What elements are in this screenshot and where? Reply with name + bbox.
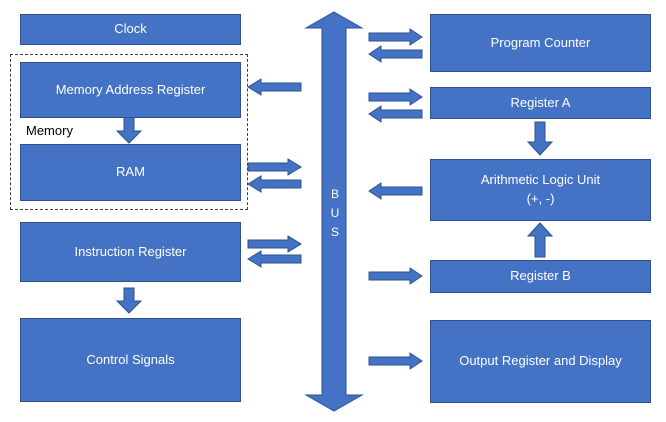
arrow-alu-to-bus xyxy=(368,182,423,200)
register-a-block: Register A xyxy=(430,87,651,119)
ram-block: RAM xyxy=(20,144,241,201)
arrow-pc-to-bus xyxy=(368,45,423,63)
instruction-register-block: Instruction Register xyxy=(20,222,241,282)
arrow-bus-to-output xyxy=(368,352,423,370)
program-counter-block: Program Counter xyxy=(430,14,651,72)
memory-group-outline xyxy=(10,54,248,210)
arrow-bus-to-pc xyxy=(368,28,423,46)
bus-letter-b: B xyxy=(330,187,339,201)
alu-label: Arithmetic Logic Unit xyxy=(480,172,601,188)
arrow-rega-to-alu xyxy=(526,121,554,156)
alu-operations-label: (+, -) xyxy=(526,191,555,206)
bus-letter-u: U xyxy=(330,206,340,220)
control-signals-block: Control Signals xyxy=(20,318,241,402)
alu-block: Arithmetic Logic Unit (+, -) xyxy=(430,159,651,221)
bus-arrow xyxy=(304,11,364,412)
arrow-ir-to-bus xyxy=(247,235,302,253)
bus-letter-s: S xyxy=(330,225,339,239)
memory-address-register-block: Memory Address Register xyxy=(20,62,241,118)
memory-group-label: Memory xyxy=(26,123,73,138)
arrow-ir-to-control xyxy=(115,287,143,314)
arrow-ram-to-bus xyxy=(247,158,302,176)
arrow-bus-to-ram xyxy=(247,175,302,193)
arrow-bus-to-regb xyxy=(368,267,423,285)
arrow-bus-to-mar xyxy=(247,78,302,96)
arrow-regb-to-alu xyxy=(526,222,554,258)
arrow-mar-to-ram xyxy=(115,116,143,144)
bus-label: B U S xyxy=(329,185,341,242)
arrow-rega-to-bus xyxy=(368,105,423,123)
clock-block: Clock xyxy=(20,14,241,45)
output-register-display-block: Output Register and Display xyxy=(430,320,651,403)
arrow-bus-to-rega xyxy=(368,88,423,106)
register-b-block: Register B xyxy=(430,260,651,293)
arrow-bus-to-ir xyxy=(247,250,302,268)
